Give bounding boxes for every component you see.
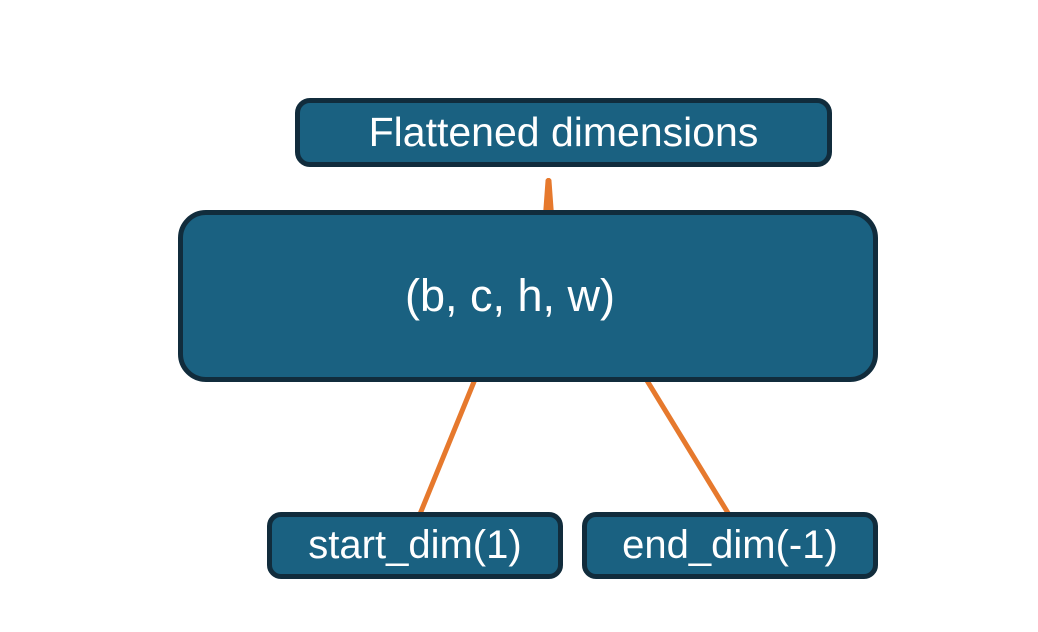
node-end-dim-label: end_dim(-1)	[622, 523, 838, 567]
node-flattened-dimensions: Flattened dimensions	[295, 98, 832, 167]
node-flattened-dimensions-label: Flattened dimensions	[368, 109, 759, 155]
node-start-dim-label: start_dim(1)	[308, 523, 522, 567]
node-end-dim: end_dim(-1)	[582, 512, 878, 579]
node-tensor-shape-label: (b, c, h, w)	[404, 270, 616, 321]
node-start-dim: start_dim(1)	[267, 512, 563, 579]
node-tensor-shape: (b, c, h, w)	[178, 210, 878, 382]
